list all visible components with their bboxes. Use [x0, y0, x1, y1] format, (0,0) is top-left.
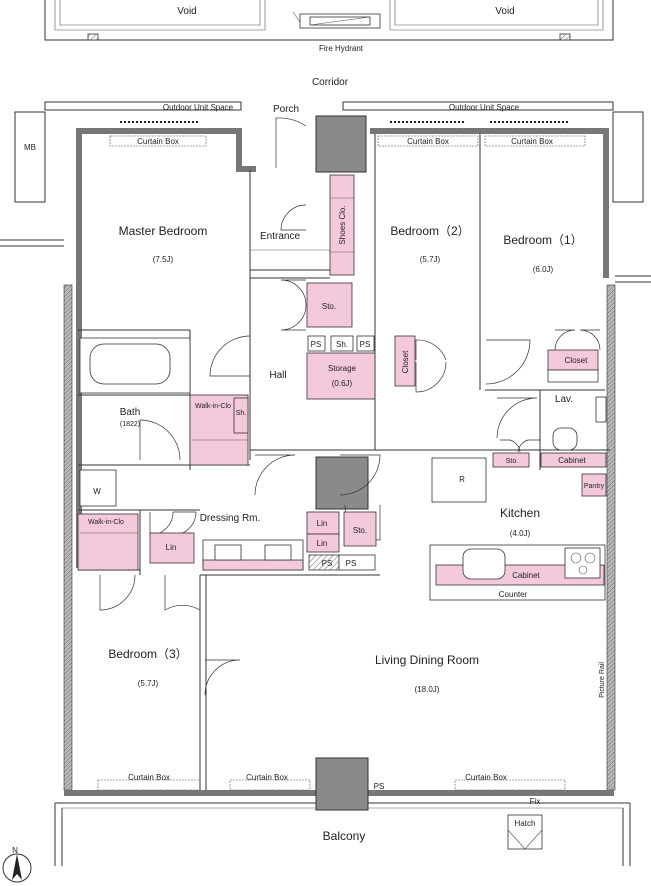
door-swings — [99, 117, 601, 696]
fixtures — [77, 174, 607, 601]
walk-in-closet-label: Walk-in-Clo — [195, 403, 231, 410]
pipe-shaft-bottom — [315, 757, 369, 811]
bath-size: (1822) — [120, 421, 140, 428]
fix-label: Fix — [530, 797, 541, 806]
corridor-label: Corridor — [312, 77, 349, 88]
walk-in-closet-label: Walk-in-Clo — [88, 519, 124, 526]
dressing-room-label: Dressing Rm. — [200, 513, 261, 524]
bedroom2-size: (5.7J) — [420, 255, 441, 264]
fire-hydrant-label: Fire Hydrant — [319, 44, 364, 53]
pipe-shaft-top — [315, 115, 367, 173]
linen-label: Lin — [317, 519, 328, 528]
cabinet-label: Cabinet — [558, 456, 586, 465]
storage-sto-label: Sto. — [322, 302, 336, 311]
linen-label: Lin — [166, 543, 177, 552]
ps-label: PS — [346, 559, 357, 568]
ps-label: PS — [322, 559, 333, 568]
shoes-closet-label: Shoes Clo. — [338, 205, 347, 244]
closet-label: Closet — [401, 350, 410, 373]
ps-label: PS — [374, 782, 385, 791]
north-label: N — [12, 846, 18, 855]
porch-label: Porch — [273, 104, 299, 115]
shower-label: Sh. — [336, 340, 348, 349]
top-windows — [97, 121, 586, 791]
cabinet-label: Cabinet — [512, 571, 540, 580]
master-bedroom-size: (7.5J) — [153, 255, 174, 264]
storage-sto-label: Sto. — [506, 458, 519, 465]
picture-rail-label: Picture Rail — [599, 662, 606, 698]
void-area: Void Void Fire Hydrant Corridor — [44, 0, 614, 88]
living-room-size: (18.0J) — [415, 685, 440, 694]
curtain-box-label: Curtain Box — [137, 137, 179, 146]
bedroom3-size: (5.7J) — [138, 679, 159, 688]
pantry-label: Pantry — [584, 483, 605, 490]
void-left-label: Void — [177, 6, 196, 17]
curtain-box-label: Curtain Box — [128, 773, 170, 782]
curtain-box-label: Curtain Box — [511, 137, 553, 146]
hatch-label: Hatch — [515, 819, 536, 828]
living-room-name: Living Dining Room — [375, 653, 479, 667]
kitchen-size: (4.0J) — [510, 529, 531, 538]
ps-label: PS — [360, 340, 371, 349]
closet-label: Closet — [565, 356, 588, 365]
mb-label: MB — [24, 143, 36, 152]
refrigerator-label: R — [459, 475, 465, 484]
outdoor-unit-left-label: Outdoor Unit Space — [163, 103, 234, 112]
bedroom1-size: (6.0J) — [533, 265, 554, 274]
labels: Outdoor Unit Space Outdoor Unit Space Po… — [12, 103, 606, 855]
curtain-box-label: Curtain Box — [246, 773, 288, 782]
storage-label: Storage — [328, 364, 357, 373]
curtain-box-label: Curtain Box — [465, 773, 507, 782]
curtain-box-label: Curtain Box — [407, 137, 449, 146]
master-bedroom-name: Master Bedroom — [119, 224, 208, 238]
counter-label: Counter — [499, 590, 528, 599]
bedroom3-name: Bedroom（3） — [108, 647, 187, 661]
bedroom1-name: Bedroom（1） — [503, 233, 582, 247]
shower-label: Sh. — [236, 410, 247, 417]
bedroom2-name: Bedroom（2） — [390, 224, 469, 238]
north-arrow-icon — [2, 853, 32, 883]
hall-label: Hall — [269, 370, 286, 381]
hatch-box — [507, 814, 543, 850]
linen-label: Lin — [317, 539, 328, 548]
lav-label: Lav. — [555, 394, 573, 405]
pipe-shaft-middle — [315, 456, 369, 510]
void-right-label: Void — [495, 6, 514, 17]
balcony-label: Balcony — [323, 829, 366, 843]
ps-label: PS — [311, 340, 322, 349]
entrance-label: Entrance — [260, 231, 300, 242]
storage-sto-label: Sto. — [353, 526, 367, 535]
outdoor-unit-right-label: Outdoor Unit Space — [449, 103, 520, 112]
storage-size: (0.6J) — [332, 379, 353, 388]
washer-label: W — [93, 487, 101, 496]
kitchen-name: Kitchen — [500, 506, 540, 520]
bath-label: Bath — [120, 407, 141, 418]
